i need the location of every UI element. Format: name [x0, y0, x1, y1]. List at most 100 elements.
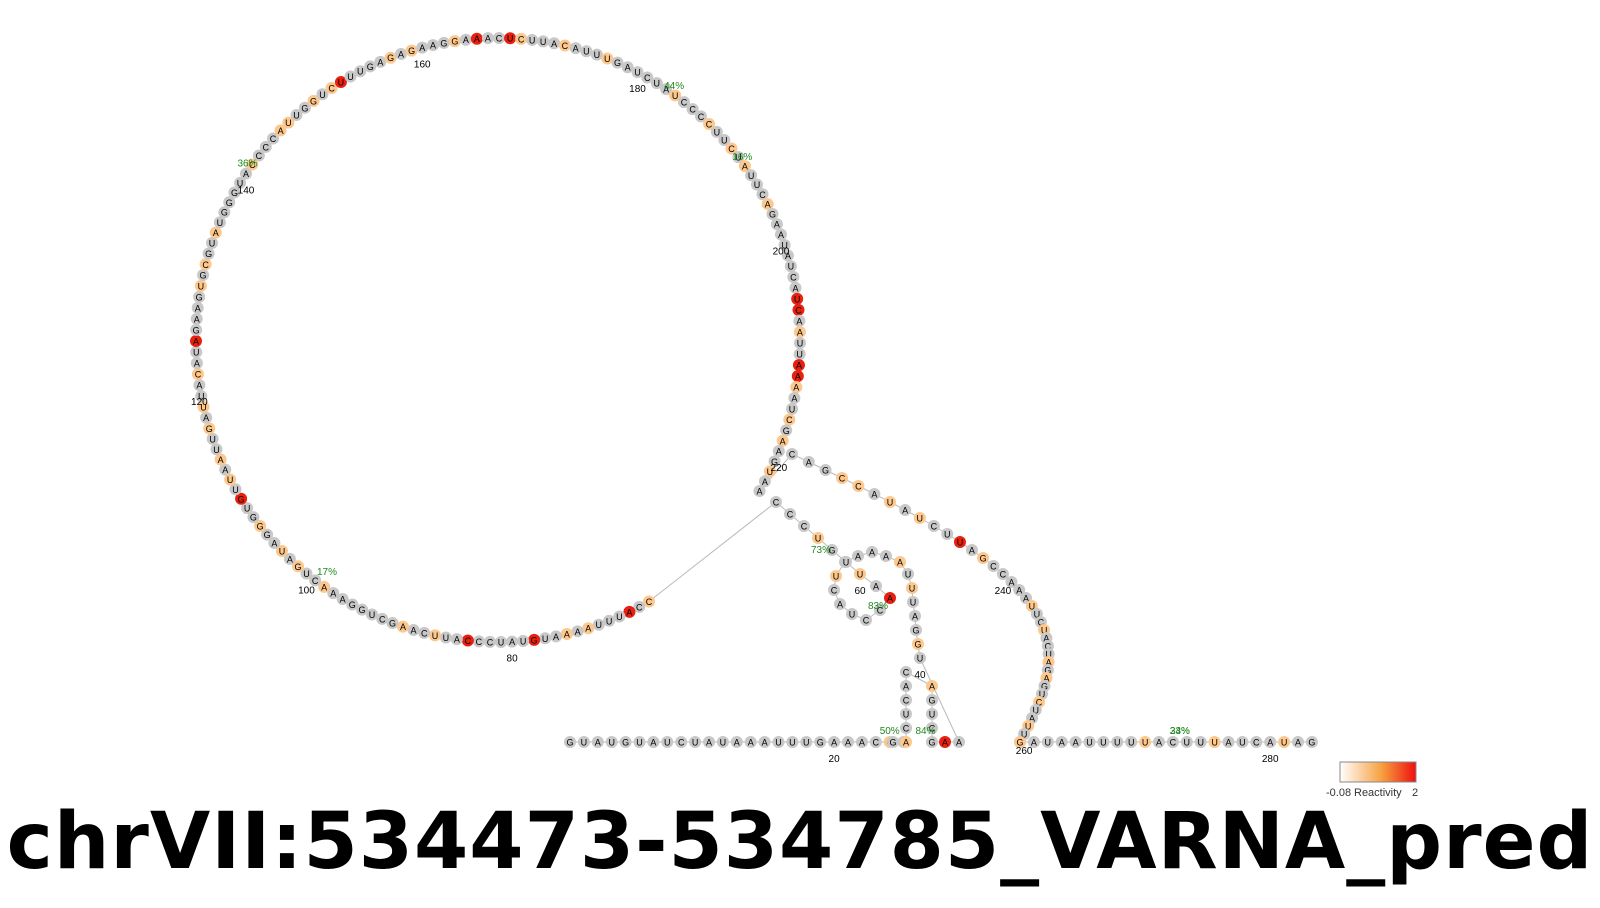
nucleotide-letter: A — [203, 413, 209, 423]
nucleotide-letter: A — [776, 447, 782, 457]
position-label: 20 — [829, 754, 841, 765]
nucleotide-marker — [191, 301, 204, 314]
nucleotide-letter: U — [843, 558, 850, 568]
nucleotide-letter: U — [616, 612, 623, 622]
nucleotide-letter: C — [1253, 738, 1260, 748]
nucleotide-letter: A — [902, 506, 908, 516]
nucleotide-letter: A — [855, 552, 861, 562]
nucleotide-letter: C — [877, 606, 884, 616]
nucleotide-letter: U — [209, 239, 216, 249]
nucleotide-letter: A — [1225, 738, 1231, 748]
nucleotide-letter: A — [271, 538, 277, 548]
nucleotide-letter: U — [735, 153, 742, 163]
nucleotide-marker — [229, 483, 242, 496]
nucleotide-marker — [884, 496, 896, 508]
nucleotide-letter: U — [498, 637, 505, 647]
nucleotide-marker — [275, 545, 288, 558]
nucleotide-letter: A — [585, 624, 591, 634]
nucleotide-letter: U — [520, 636, 527, 646]
position-label: 100 — [298, 585, 315, 596]
nucleotide-letter: A — [194, 314, 200, 324]
nucleotide-letter: U — [1184, 738, 1191, 748]
nucleotide-letter: G — [622, 738, 629, 748]
nucleotide-letter: U — [767, 467, 774, 477]
nucleotide-letter: A — [762, 477, 768, 487]
nucleotide-letter: U — [1034, 610, 1041, 620]
nucleotide-marker — [781, 249, 794, 262]
nucleotide-letter: G — [193, 325, 200, 335]
nucleotide-marker — [840, 556, 852, 568]
nucleotide-marker — [190, 346, 203, 359]
nucleotide-marker — [926, 722, 938, 734]
nucleotide-marker — [197, 269, 210, 282]
helix-probability-label: 73% — [811, 545, 831, 556]
nucleotide-marker — [791, 292, 804, 305]
nucleotide-marker — [852, 550, 864, 562]
nucleotide-letter: A — [1043, 634, 1049, 644]
nucleotide-marker — [246, 158, 259, 171]
nucleotide-marker — [623, 605, 636, 618]
nucleotide-letter: G — [828, 546, 835, 556]
nucleotide-marker — [784, 260, 797, 273]
nucleotide-marker — [590, 48, 603, 61]
nucleotide-letter: C — [903, 696, 910, 706]
nucleotide-letter: A — [1016, 586, 1022, 596]
nucleotide-letter: G — [771, 457, 778, 467]
nucleotide-letter: U — [529, 35, 536, 45]
nucleotide-letter: A — [706, 738, 712, 748]
nucleotide-letter: G — [367, 62, 374, 72]
nucleotide-letter: U — [910, 598, 917, 608]
nucleotide-letter: G — [231, 188, 238, 198]
nucleotide-letter: A — [1295, 738, 1301, 748]
nucleotide-letter: U — [244, 504, 251, 514]
nucleotide-letter: U — [636, 738, 643, 748]
nucleotide-marker — [1222, 736, 1235, 748]
nucleotide-marker — [190, 323, 203, 336]
nucleotide-letter: C — [1045, 642, 1052, 652]
nucleotide-marker — [213, 216, 226, 229]
nucleotide-marker — [558, 39, 571, 52]
nucleotide-letter: A — [785, 251, 791, 261]
nucleotide-letter: G — [440, 38, 447, 48]
nucleotide-letter: A — [573, 44, 579, 54]
nucleotide-marker — [1264, 736, 1277, 748]
nucleotide-marker — [592, 618, 605, 631]
nucleotide-marker — [418, 626, 431, 639]
nucleotide-marker — [228, 186, 241, 199]
reactivity-title: Reactivity — [1354, 787, 1402, 799]
nucleotide-marker — [374, 55, 387, 68]
helix-probability-label: 34% — [1170, 726, 1190, 737]
nucleotide-letter: C — [1036, 698, 1043, 708]
nucleotide-marker — [210, 443, 223, 456]
nucleotide-letter: U — [692, 738, 699, 748]
nucleotide-marker — [261, 528, 274, 541]
nucleotide-letter: U — [1021, 730, 1028, 740]
nucleotide-letter: C — [786, 415, 793, 425]
nucleotide-letter: A — [419, 43, 425, 53]
nucleotide-marker — [395, 47, 408, 60]
nucleotide-letter: A — [859, 738, 865, 748]
nucleotide-marker — [199, 258, 212, 271]
nucleotide-marker — [793, 348, 806, 361]
nucleotide-marker — [770, 496, 782, 508]
nucleotide-marker — [791, 370, 804, 383]
reactivity-color-scale — [1339, 761, 1417, 783]
nucleotide-letter: U — [887, 498, 894, 508]
nucleotide-marker — [874, 604, 886, 616]
nucleotide-letter: G — [1016, 738, 1023, 748]
position-label: 220 — [770, 463, 787, 474]
nucleotide-letter: A — [1046, 658, 1052, 668]
nucleotide-marker — [539, 632, 552, 645]
nucleotide-letter: A — [903, 738, 909, 748]
nucleotide-letter: A — [509, 637, 515, 647]
helix-probability-label: 44% — [664, 81, 684, 92]
nucleotide-letter: A — [897, 558, 903, 568]
nucleotide-letter: C — [839, 474, 846, 484]
nucleotide-letter: A — [1009, 578, 1015, 588]
nucleotide-marker — [493, 32, 506, 45]
nucleotide-letter: A — [845, 738, 851, 748]
nucleotide-marker — [987, 560, 1000, 572]
nucleotide-letter: A — [411, 625, 417, 635]
nucleotide-letter: A — [463, 35, 469, 45]
nucleotide-letter: U — [634, 68, 641, 78]
